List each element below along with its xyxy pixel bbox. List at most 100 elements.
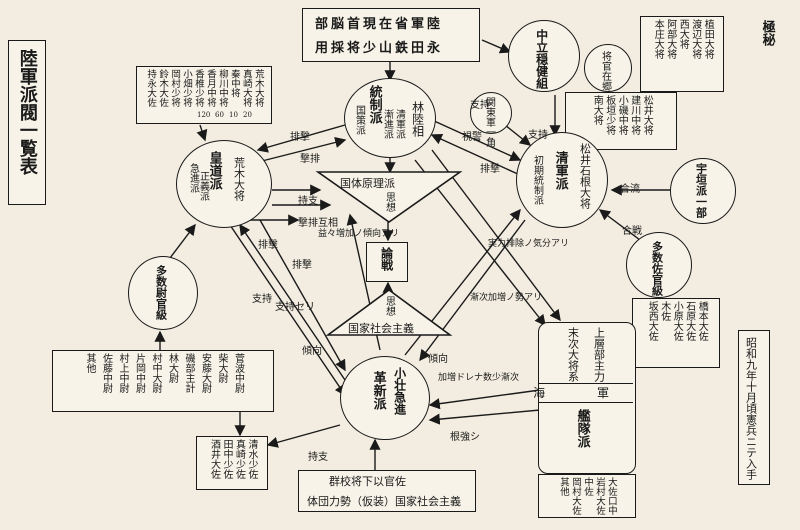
right-mid-member: 橋本大佐 (696, 301, 708, 341)
right-mid-member: 坂西大佐 (646, 301, 658, 341)
kodo-member: 香椎少将 (193, 69, 204, 107)
edge-label: 視警 (462, 132, 482, 143)
shokan-member: 板垣少将 (603, 95, 615, 135)
kodo-member: 持永大佐 (145, 69, 157, 107)
kakushin-member: 清水少佐 (246, 439, 257, 479)
top-box-line2: 永田鉄山少将採用 (315, 41, 444, 56)
edge-label: 傾向 (302, 346, 322, 357)
left-bottom-member: 林大尉 (166, 353, 178, 383)
center-upper-text: 派理原体国 (340, 177, 395, 190)
kantogun-label: 関東軍一角 (483, 97, 495, 147)
edge-label: 益々増加ノ傾向アリ (318, 229, 400, 239)
kodo-sub-number: 10 (229, 111, 238, 119)
edge-label: 支持 (252, 294, 272, 305)
kakushin-member: 田中少佐 (221, 439, 232, 479)
source-note: 昭和九年十月頃憲兵ニテ入手 (744, 337, 758, 480)
shokan-circle: 将官在郷 (584, 44, 632, 92)
kodo-member: 鈴木大佐 (157, 69, 169, 107)
edge-label: 排撃 (258, 240, 278, 251)
kodo-member: 荒木大将 (252, 69, 264, 107)
kakushin-member: 真崎少佐 (233, 439, 245, 479)
kakushin-label: 革新派 (370, 371, 386, 410)
edge-label: 合流 (620, 184, 640, 195)
left-bottom-member: 磯部主計 (183, 353, 194, 393)
edge-label: 撃排互相 (298, 218, 338, 229)
kodo-members-box: 荒木大将 真崎大将 秦中将 柳川中将 香月中将 香椎少将 小畑少将 岡村少将 鈴… (136, 66, 272, 124)
right-bottom-member: 其他 (558, 477, 570, 496)
kodo-sub-number: 60 (215, 111, 224, 119)
edge-label: 支持 (528, 130, 548, 141)
shokan-member: 建川中将 (628, 95, 640, 135)
left-bottom-member: 村上中尉 (117, 353, 128, 393)
chuuritsu-label: 中立穏健組 (534, 29, 549, 89)
general-name: 西大将 (677, 19, 689, 49)
seigun-leader: 松井石根大将 (578, 143, 592, 209)
kaigun-box: 末次大将系 上層部主力 軍 海 艦隊派 (533, 322, 636, 474)
kodo-circle: 皇道派 急進派 正義派 荒木大将 (176, 140, 272, 228)
edge-label: 撃排 (300, 154, 320, 165)
tosei-leader: 林陸相 (410, 101, 425, 137)
ugaki-label: 宇垣派一部 (694, 163, 708, 218)
kodo-member: 真崎大将 (240, 69, 252, 107)
sakan-left-circle: 多数尉官級 (128, 256, 198, 330)
kodo-sub: 正義派 (197, 171, 209, 201)
shokan-member: 松井大将 (641, 95, 653, 135)
general-name: 本庄大将 (652, 19, 664, 59)
tosei-circle: 統制派 国策派 漸進派 清軍派 林陸相 (344, 78, 436, 158)
source-note-box: 昭和九年十月頃憲兵ニテ入手 (738, 330, 770, 485)
sakan-left-label: 多数尉官級 (154, 265, 168, 320)
right-bottom-member: 岩村大佐 (593, 477, 605, 515)
right-bottom-member: 岡村大佐 (570, 477, 582, 515)
left-bottom-member: 其他 (84, 353, 95, 373)
top-leadership-box: 陸軍省在現首脳部 永田鉄山少将採用 (302, 8, 480, 62)
kodo-member: 柳川中将 (216, 69, 228, 107)
kodo-sub-number: 20 (243, 111, 252, 119)
kodo-sub-number: 120 (197, 111, 211, 119)
edge-label: 支持 (470, 100, 490, 111)
ronsen-box: 論戦 (366, 242, 408, 282)
edge-label: 加増ドレナ数少漸次 (438, 373, 520, 383)
left-bottom-member: 柴大尉 (216, 353, 227, 383)
secret-stamp: 極秘 (759, 20, 775, 46)
center-upper-sub: 思想 (383, 192, 395, 212)
tosei-member: 漸進派 (381, 109, 393, 139)
kakushin-sub: 小壮急進 (392, 367, 407, 415)
edge-label: 合戦 (622, 226, 642, 237)
center-lower-text: 義主会社家国 (348, 322, 414, 335)
shokan-member: 南大将 (591, 95, 603, 125)
left-bottom-member: 安藤大尉 (199, 353, 211, 393)
tosei-label: 統制派 (366, 85, 382, 124)
kakushin-circle: 革新派 小壮急進 (340, 356, 430, 440)
generals-box: 植田大将 渡辺大将 西大将 阿部大将 本庄大将 (640, 16, 724, 92)
bottom-box-line1: 佐官以下将校群 (329, 475, 406, 488)
shokan-member: 小磯中将 (616, 95, 628, 135)
right-bottom-member: 大佐口中 (605, 477, 617, 515)
kodo-member: 小畑少将 (181, 69, 193, 107)
right-mid-member: 木佐 (658, 301, 670, 321)
edge-label: 排撃 (292, 260, 312, 271)
kakushin-members-box: 清水少佐 真崎少佐 田中少佐 酒井大佐 (196, 436, 268, 490)
kodo-member: 秦中将 (228, 69, 240, 98)
kodo-member: 岡村少将 (169, 69, 181, 107)
general-name: 阿部大将 (664, 19, 676, 59)
right-mid-members-box: 橋本大佐 石原大佐 小原大佐 木佐 坂西大佐 (632, 298, 720, 368)
seigun-sub: 初期統制派 (531, 155, 543, 205)
kaigun-upper2: 上層部主力 (592, 327, 606, 382)
ronsen-label: 論戦 (379, 247, 394, 271)
left-bottom-members-box: 菅波中尉 柴大尉 安藤大尉 磯部主計 林大尉 村中大尉 片岡中尉 村上中尉 佐藤… (52, 350, 274, 412)
kantogun-circle: 関東軍一角 (470, 92, 512, 147)
seigun-label: 清軍派 (552, 151, 568, 190)
kaigun-lower: 艦隊派 (574, 409, 590, 448)
kodo-sub: 急進派 (187, 163, 199, 193)
ugaki-circle: 宇垣派一部 (670, 158, 736, 224)
page-title: 陸軍派閥一覧表 (16, 49, 38, 175)
kodo-member: 香月中将 (204, 69, 216, 107)
kodo-leader: 荒木大将 (232, 157, 246, 201)
bottom-officers-box: 佐官以下将校群 義主会社家国（装仮）勢力団体 (298, 470, 476, 512)
right-bottom-member: 中佐 (581, 477, 593, 496)
shokan-label: 将官在郷 (599, 51, 611, 91)
left-bottom-member: 佐藤中尉 (100, 353, 112, 393)
kaigun-bar: 軍 海 (533, 383, 633, 403)
top-box-line1: 陸軍省在現首脳部 (315, 17, 444, 32)
edge-label: 排撃 (290, 132, 310, 143)
